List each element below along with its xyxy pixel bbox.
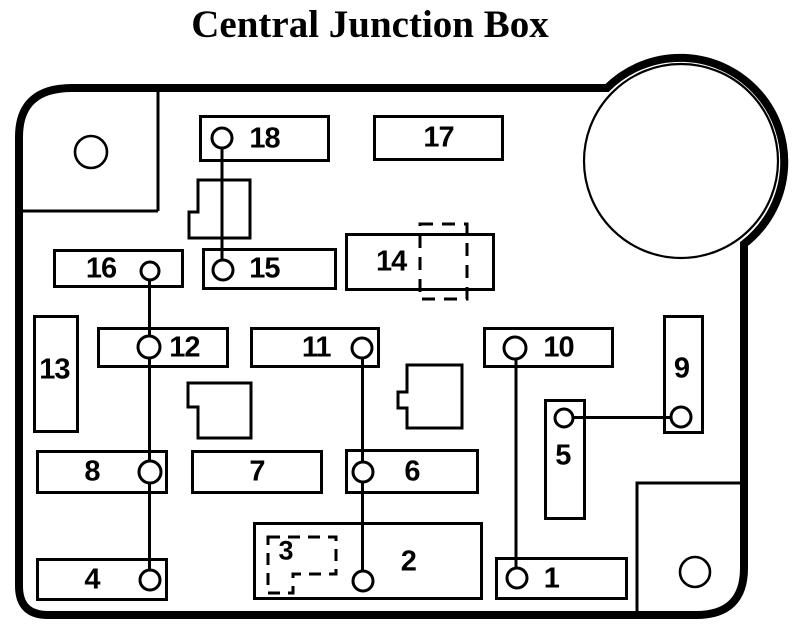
fuse-4-label: 4 xyxy=(84,563,100,595)
pin-fuse-12 xyxy=(136,334,162,360)
mounting-hole-bottom-right xyxy=(678,555,712,589)
large-round-component xyxy=(582,62,780,260)
fuse-7-label: 7 xyxy=(249,455,265,488)
fuse-13-label: 13 xyxy=(39,353,70,386)
relay-outline-middle-right xyxy=(396,363,464,430)
fuse-9-label: 9 xyxy=(673,352,690,385)
dashed-overlay-box14 xyxy=(418,222,469,301)
fuse-17-label: 17 xyxy=(423,121,454,154)
fuse-1-box: 1 xyxy=(495,557,628,600)
diagram-title: Central Junction Box xyxy=(191,3,549,46)
fuse-12-label: 12 xyxy=(169,331,200,363)
fuse-5-label: 5 xyxy=(555,439,571,472)
fuse-2-label: 2 xyxy=(400,545,417,578)
fuse-8-box: 8 xyxy=(36,450,168,494)
fuse-16-box: 16 xyxy=(53,249,184,288)
dashed-outline-box3 xyxy=(266,535,338,595)
pin-fuse-11 xyxy=(350,336,374,360)
pin-fuse-15 xyxy=(211,258,235,282)
pin-fuse-4 xyxy=(138,568,162,592)
pin-fuse-16 xyxy=(139,260,161,282)
pin-fuse-5 xyxy=(553,407,575,429)
fuse-10-box: 10 xyxy=(483,327,614,368)
fuse-15-box: 15 xyxy=(202,248,337,290)
fuse-16-label: 16 xyxy=(85,252,117,285)
pin-fuse-1 xyxy=(505,566,529,590)
fuse-2-box: 2 xyxy=(253,522,483,600)
fuse-3-label: 3 xyxy=(278,535,294,566)
fuse-8-label: 8 xyxy=(84,455,100,488)
fuse-9-box: 9 xyxy=(663,315,704,434)
pin-fuse-6 xyxy=(351,460,375,484)
fuse-4-box: 4 xyxy=(36,558,168,601)
relay-outline-middle-left xyxy=(186,381,253,440)
pin-fuse-18 xyxy=(210,126,234,150)
fuse-10-label: 10 xyxy=(543,331,574,363)
pin-fuse-8 xyxy=(137,459,163,485)
pin-fuse-2 xyxy=(351,569,375,593)
fuse-18-box: 18 xyxy=(199,115,330,162)
pin-fuse-9 xyxy=(669,405,693,429)
mounting-hole-top-left xyxy=(73,134,109,170)
fuse-6-box: 6 xyxy=(345,449,479,494)
fuse-1-label: 1 xyxy=(543,562,560,594)
pin-fuse-10 xyxy=(502,335,528,361)
bottom-right-compartment-divider xyxy=(635,481,742,612)
enclosure-outline xyxy=(15,53,789,619)
fuse-11-label: 11 xyxy=(301,331,332,363)
relay-outline-top xyxy=(187,178,252,240)
fuse-6-label: 6 xyxy=(404,455,420,487)
fuse-14-label: 14 xyxy=(376,245,407,278)
fuse-7-box: 7 xyxy=(191,450,323,494)
fuse-13-box: 13 xyxy=(33,315,79,433)
fuse-12-box: 12 xyxy=(97,327,229,368)
fuse-11-box: 11 xyxy=(250,327,380,368)
fuse-5-box: 5 xyxy=(544,399,586,520)
fuse-18-label: 18 xyxy=(249,122,280,154)
fuse-14-box: 14 xyxy=(345,233,495,291)
fuse-17-box: 17 xyxy=(373,115,504,161)
fuse-15-label: 15 xyxy=(249,252,280,285)
top-left-compartment-divider xyxy=(20,88,160,213)
